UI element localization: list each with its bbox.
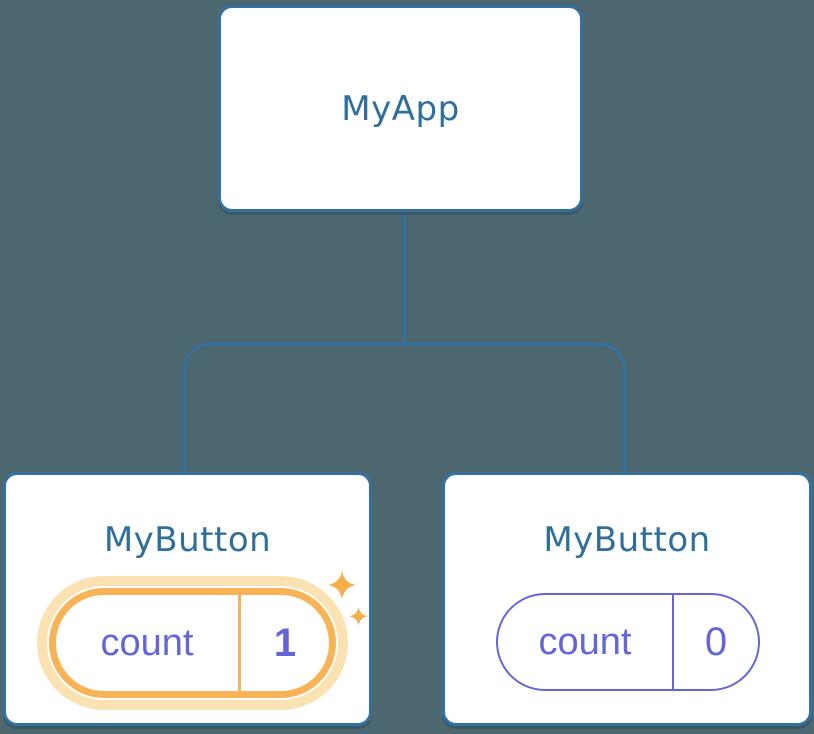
state-value: 0 [672,595,758,689]
connector-branch [183,343,626,472]
state-pill-highlighted: count 1 [49,588,336,698]
sparkle-icon [328,571,368,626]
connector-stem [403,210,406,343]
state-pill: count 0 [496,593,760,691]
component-node-myapp: MyApp [218,5,583,212]
node-title-mybutton-2: MyButton [543,520,711,560]
state-value: 1 [238,595,329,691]
component-node-mybutton-2: MyButton count 0 [442,472,812,726]
state-name-label: count [538,620,632,663]
node-title-myapp: MyApp [341,88,460,129]
node-title-mybutton-1: MyButton [103,520,272,560]
component-node-mybutton-1: MyButton count 1 [3,472,372,726]
state-name-label: count [100,621,194,664]
